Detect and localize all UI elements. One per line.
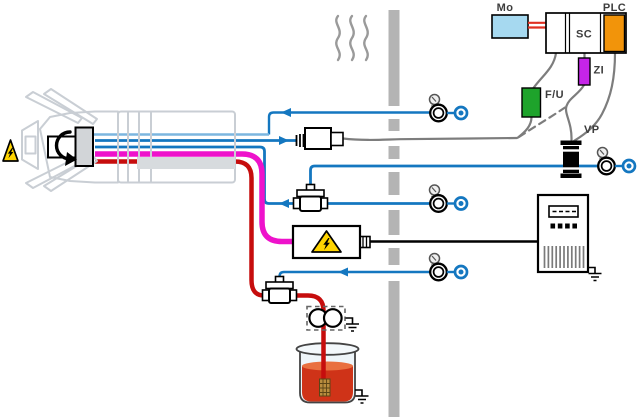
spray-gun bbox=[2, 88, 236, 192]
control-rack: Mo PLC SC bbox=[491, 2, 627, 54]
vp-pilot-line bbox=[309, 164, 598, 186]
paint-valve-pilot-line bbox=[278, 270, 430, 279]
fu-label: F/U bbox=[545, 89, 564, 101]
high-voltage-warning-icon bbox=[311, 230, 342, 253]
exhaust-air-icon bbox=[335, 14, 369, 62]
ground-icon bbox=[344, 317, 360, 332]
plc-label: PLC bbox=[603, 2, 626, 14]
zi-module: ZI bbox=[577, 57, 605, 86]
plc-vp-cable bbox=[572, 51, 617, 143]
signal-cables bbox=[341, 51, 617, 143]
dashed-link-cable bbox=[517, 106, 567, 139]
air-supply-set bbox=[596, 146, 637, 176]
motor-link bbox=[528, 21, 547, 29]
arrow-right-icon bbox=[279, 136, 289, 145]
valve-block bbox=[74, 126, 94, 167]
buttons bbox=[550, 223, 577, 229]
arrow-left-icon bbox=[338, 267, 348, 277]
rotation-arrow-icon bbox=[54, 130, 77, 166]
vent-slats bbox=[543, 246, 585, 268]
paint-valve bbox=[261, 275, 298, 304]
paint-surface bbox=[302, 361, 353, 371]
power-controller bbox=[536, 193, 603, 282]
motor-label: Mo bbox=[497, 2, 514, 14]
gun-warning-icon bbox=[2, 139, 19, 162]
gear-pump bbox=[306, 305, 360, 332]
fiber-cable bbox=[341, 136, 519, 141]
sc-fu-cable bbox=[532, 51, 558, 90]
frequency-converter: F/U bbox=[521, 87, 564, 118]
high-voltage-cable bbox=[95, 151, 294, 245]
motor-box bbox=[491, 14, 529, 39]
gun-shroud bbox=[137, 157, 235, 169]
ground-icon bbox=[587, 266, 603, 282]
sc-label: SC bbox=[576, 29, 592, 41]
display bbox=[548, 205, 579, 218]
vp-module: VP bbox=[560, 124, 599, 178]
vp-label: VP bbox=[584, 124, 599, 136]
air-supply-set bbox=[428, 252, 469, 282]
air-supply-set bbox=[428, 93, 469, 123]
arrow-left-icon bbox=[279, 199, 289, 208]
gun-barrel bbox=[117, 110, 236, 184]
turbine-block bbox=[47, 135, 79, 159]
bearing-air-line bbox=[267, 111, 430, 135]
zi-label: ZI bbox=[594, 65, 605, 77]
ground-icon bbox=[354, 389, 370, 404]
suction-filter bbox=[319, 378, 331, 397]
paint-hose-gun bbox=[95, 159, 265, 298]
booth-wall bbox=[388, 10, 400, 417]
zi-vp-cable bbox=[564, 83, 586, 142]
bell-cup bbox=[21, 120, 39, 170]
arrow-left-icon bbox=[281, 108, 291, 117]
high-voltage-unit bbox=[291, 224, 538, 260]
beaker-rim bbox=[295, 342, 360, 356]
air-regulator-valve bbox=[292, 183, 329, 212]
air-supply-set bbox=[428, 183, 469, 214]
plc-module bbox=[603, 14, 626, 53]
fiber-optic-connector bbox=[295, 127, 344, 150]
